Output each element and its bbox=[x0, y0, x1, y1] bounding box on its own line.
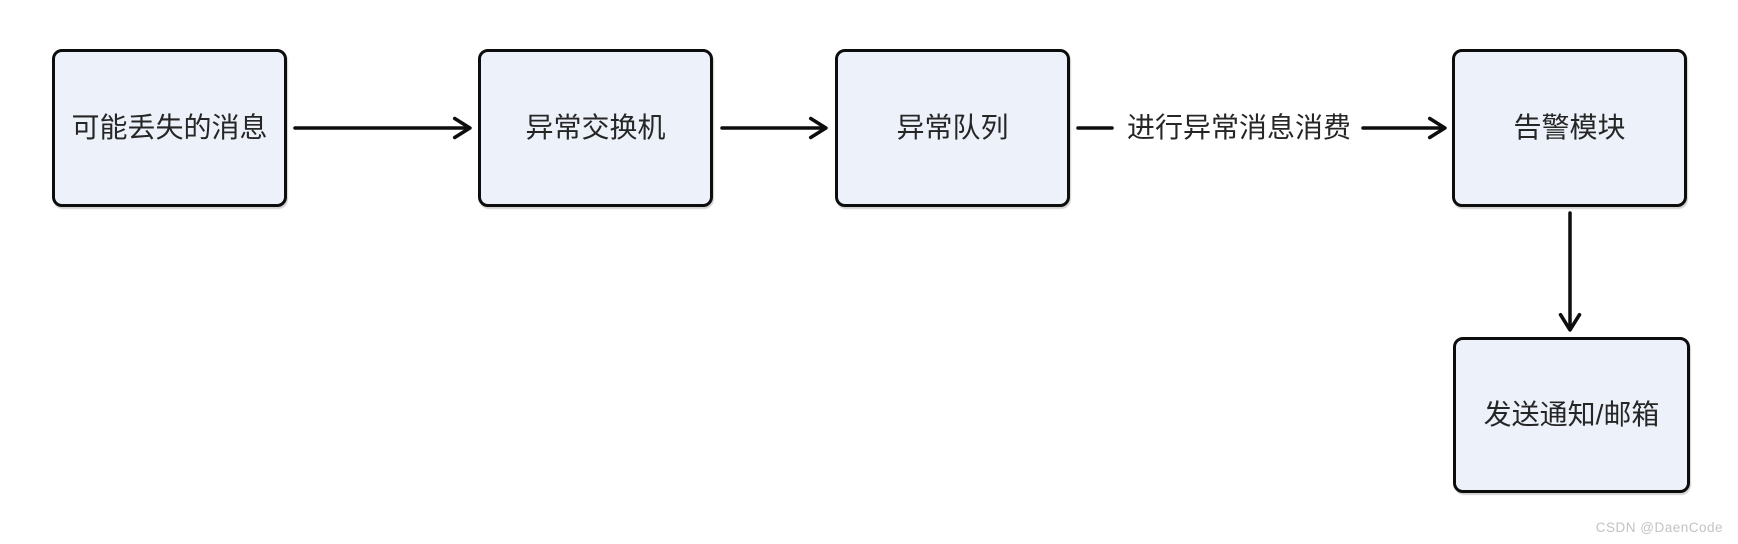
node-exception-exchange-label: 异常交换机 bbox=[525, 112, 666, 144]
node-alert-module-label: 告警模块 bbox=[1513, 112, 1626, 144]
watermark: CSDN @DaenCode bbox=[1595, 520, 1723, 535]
node-send-notification-email: 发送通知/邮箱 bbox=[1453, 337, 1690, 493]
node-lost-messages: 可能丢失的消息 bbox=[52, 49, 287, 207]
node-exception-queue: 异常队列 bbox=[835, 49, 1070, 207]
node-exception-queue-label: 异常队列 bbox=[896, 112, 1009, 144]
node-send-notification-email-label: 发送通知/邮箱 bbox=[1483, 399, 1660, 431]
node-lost-messages-label: 可能丢失的消息 bbox=[71, 112, 268, 144]
node-alert-module: 告警模块 bbox=[1452, 49, 1687, 207]
edge-label-consume-exception-messages: 进行异常消息消费 bbox=[1126, 112, 1351, 143]
node-exception-exchange: 异常交换机 bbox=[478, 49, 713, 207]
